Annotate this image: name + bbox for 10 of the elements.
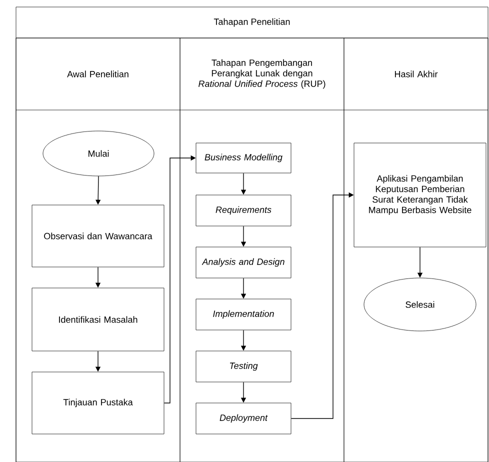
process-box: Tinjauan Pustaka bbox=[32, 372, 164, 434]
process-box: Testing bbox=[196, 350, 292, 382]
process-box: Business Modelling bbox=[196, 142, 292, 174]
process-box: Implementation bbox=[196, 298, 292, 330]
process-box: Requirements bbox=[196, 194, 292, 226]
process-box: Deployment bbox=[196, 402, 292, 434]
process-box: Identifikasi Masalah bbox=[32, 288, 164, 352]
process-box: Aplikasi Pengambilan Keputusan Pemberian Surat Keterangan Tidak Mampu Berbasis Website bbox=[354, 142, 486, 248]
process-box: Analysis and Design bbox=[196, 246, 292, 278]
process-box: Observasi dan Wawancara bbox=[32, 204, 164, 268]
